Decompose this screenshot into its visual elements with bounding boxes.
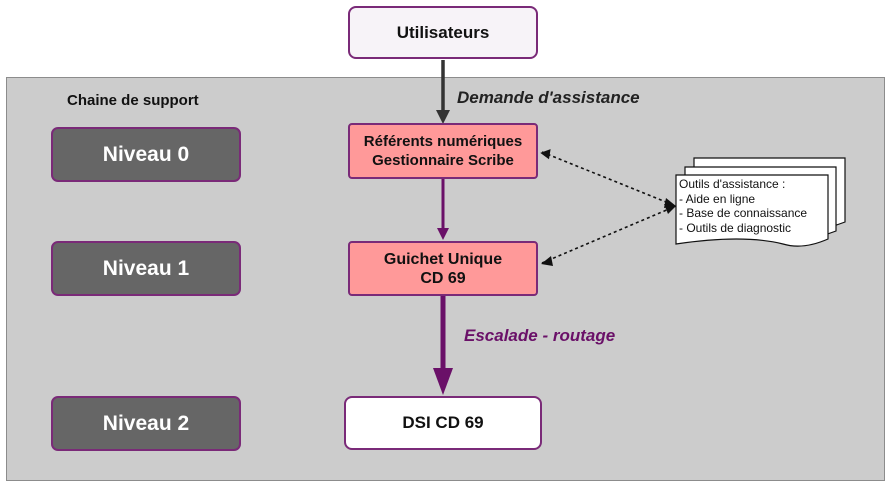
tools-to-guichet-dotted-arrow (541, 205, 677, 264)
tools-item-base: - Base de connaissance (679, 206, 808, 220)
level-1-label: Niveau 1 (102, 256, 190, 280)
dsi-box: DSI CD 69 (344, 396, 542, 450)
guichet-line1: Guichet Unique (383, 250, 503, 268)
tools-item-aide: - Aide en ligne (679, 191, 756, 206)
users-label: Utilisateurs (396, 22, 490, 42)
support-chain-title: Chaine de support (67, 92, 199, 109)
level-0-box: Niveau 0 (51, 127, 241, 182)
demande-label: Demande d'assistance (457, 88, 640, 107)
users-box: Utilisateurs (348, 6, 538, 59)
guichet-line2: CD 69 (420, 269, 466, 287)
level-2-label: Niveau 2 (102, 411, 190, 435)
level-2-box: Niveau 2 (51, 396, 241, 451)
level-0-label: Niveau 0 (102, 142, 190, 166)
escalade-label: Escalade - routage (464, 326, 616, 345)
tools-document-icon (675, 157, 846, 247)
tools-heading: Outils d'assistance : (679, 177, 786, 191)
referents-box: Référents numériques Gestionnaire Scribe (348, 123, 538, 179)
tools-to-referents-dotted-arrow (541, 151, 677, 207)
level-1-box: Niveau 1 (51, 241, 241, 296)
guichet-box: Guichet Unique CD 69 (348, 241, 538, 296)
dsi-label: DSI CD 69 (402, 413, 484, 432)
referents-line1: Référents numériques (363, 133, 523, 150)
referents-line2: Gestionnaire Scribe (372, 152, 514, 169)
tools-item-diagnostic: - Outils de diagnostic (679, 220, 792, 235)
tools-document-text: Outils d'assistance : - Aide en ligne - … (679, 177, 807, 235)
